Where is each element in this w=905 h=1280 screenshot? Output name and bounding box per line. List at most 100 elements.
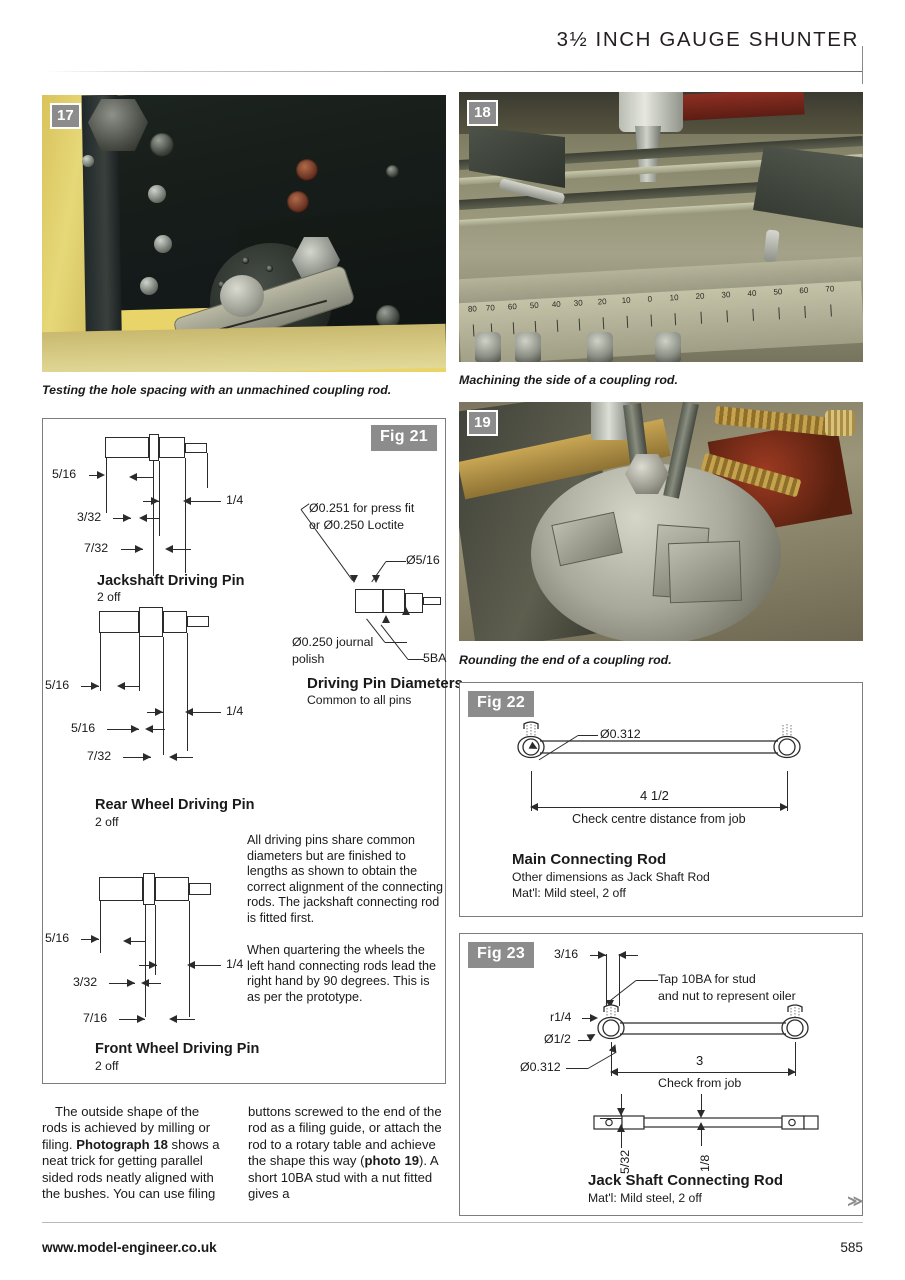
figure-21-box: Fig 21 5/16 1/4 3/32 7/32 (42, 418, 463, 1084)
photo-badge-17: 17 (50, 103, 81, 129)
figure-23-title: Jack Shaft Connecting Rod (588, 1172, 784, 1189)
body-col2-text-1: buttons screwed to the end of the rod as… (248, 1104, 442, 1169)
dim-arrow (123, 514, 131, 522)
jack-shaft-rod-side-view (593, 1115, 819, 1130)
dim-label: 1/4 (226, 704, 244, 718)
body-col1-text-2: shows a neat trick for getting parallel … (42, 1136, 220, 1202)
dim-line (531, 807, 787, 808)
leader-arrow (372, 575, 380, 583)
drawing-qty: 2 off (95, 1059, 119, 1073)
dim-line (185, 501, 221, 502)
dim-line (167, 549, 191, 550)
pin-collar (139, 607, 163, 637)
dim-line (107, 729, 139, 730)
bore-label: Ø0.312 (520, 1060, 561, 1074)
drawing-qty: 2 off (97, 590, 121, 604)
page-header: 3½ INCH GAUGE SHUNTER (0, 0, 905, 88)
dim-arrow (610, 1068, 618, 1076)
photo-17-hole (150, 133, 174, 157)
pin-thread (185, 443, 207, 453)
photo-17-screw (154, 235, 172, 253)
photo-19: 19 (459, 402, 863, 641)
tap-note-1: Tap 10BA for stud (658, 972, 756, 986)
photo-18-clamp-block-right (753, 146, 863, 228)
radius-label: r1/4 (550, 1010, 572, 1024)
extension-line (139, 637, 140, 691)
extension-line (189, 901, 190, 1017)
extension-line (621, 1094, 622, 1116)
leader-line (566, 1068, 588, 1069)
pin-journal (163, 611, 187, 633)
leader-arrow (590, 1014, 598, 1022)
extension-line (159, 461, 160, 536)
length-dim-label: 3 (696, 1053, 704, 1068)
extension-line (207, 453, 208, 488)
dim-line (141, 518, 159, 519)
extension-line (145, 905, 146, 1017)
photo-18: 80 70 60 50 40 30 20 10 0 10 20 30 40 50… (459, 92, 863, 362)
photo-badge-18: 18 (467, 100, 498, 126)
continuation-marker: ≫ (847, 1193, 863, 1210)
dim-label: 3/32 (73, 975, 98, 989)
dim-arrow (617, 1108, 625, 1116)
pin-thread (423, 597, 441, 605)
extension-line (100, 901, 101, 953)
dim-arrow (617, 1124, 625, 1132)
dim-arrow (169, 753, 177, 761)
dim-label: 3/32 (77, 510, 102, 524)
pin-shank (105, 437, 149, 458)
photo-18-parallel-pin (763, 229, 780, 263)
diameters-title: Driving Pin Diameters (307, 675, 463, 692)
dim-line (121, 549, 143, 550)
drawing-title: Rear Wheel Driving Pin (95, 797, 255, 813)
leader-line (578, 735, 598, 736)
dim-arrow (143, 753, 151, 761)
extension-line (621, 1130, 622, 1148)
dim-line (109, 983, 135, 984)
dim-arrow (618, 951, 626, 959)
dim-line (171, 757, 193, 758)
dim-arrow (129, 473, 137, 481)
length-note: Check from job (658, 1076, 742, 1090)
dim-arrow (155, 708, 163, 716)
photo-19-knurled-knob (825, 410, 855, 436)
leader-line (636, 980, 658, 981)
dim-arrow (530, 803, 538, 811)
dim-label: 7/32 (84, 541, 109, 555)
dim-line (600, 1118, 622, 1119)
figure-22-title: Main Connecting Rod (512, 851, 667, 868)
photo-caption-17: Testing the hole spacing with an unmachi… (42, 383, 392, 397)
dim-arrow (149, 961, 157, 969)
dim-line (113, 518, 131, 519)
extension-line (187, 633, 188, 751)
dim-arrow (169, 1015, 177, 1023)
leader-line (578, 1040, 590, 1041)
header-tick-mark (862, 46, 863, 84)
figure-21-note-2: When quartering the wheels the left hand… (247, 943, 437, 1004)
dim-arrow (135, 545, 143, 553)
pin-collar (143, 873, 155, 905)
dim-line (611, 1072, 795, 1073)
photo-19-chuck-jaw (667, 540, 743, 604)
dim-line (171, 1019, 195, 1020)
extension-line (106, 458, 107, 513)
dim-line (123, 757, 151, 758)
pin-journal (155, 877, 189, 901)
photo-17-bench-surface (42, 323, 446, 372)
journal-label-2: polish (292, 652, 325, 666)
extension-line (185, 458, 186, 573)
bore-label: Ø0.312 (600, 727, 641, 741)
photo-17-screw (140, 277, 158, 295)
footer-website-url: www.model-engineer.co.uk (42, 1240, 217, 1255)
figure-22-box: Fig 22 Ø0.312 4 1/2 Check centre distanc… (459, 682, 863, 917)
photo-18-oiler (655, 332, 681, 362)
dim-arrow (788, 1068, 796, 1076)
figure-23-box: Fig 23 3/16 Tap 10BA for stud and nut to… (459, 933, 863, 1216)
dim-arrow (97, 471, 105, 479)
press-fit-label: Ø0.251 for press fit (309, 501, 415, 515)
extension-line (787, 771, 788, 811)
photo-17-hole (218, 281, 225, 288)
figure-22-tag: Fig 22 (468, 691, 535, 717)
extension-line (619, 954, 620, 1006)
length-dim-label: 4 1/2 (640, 788, 669, 803)
